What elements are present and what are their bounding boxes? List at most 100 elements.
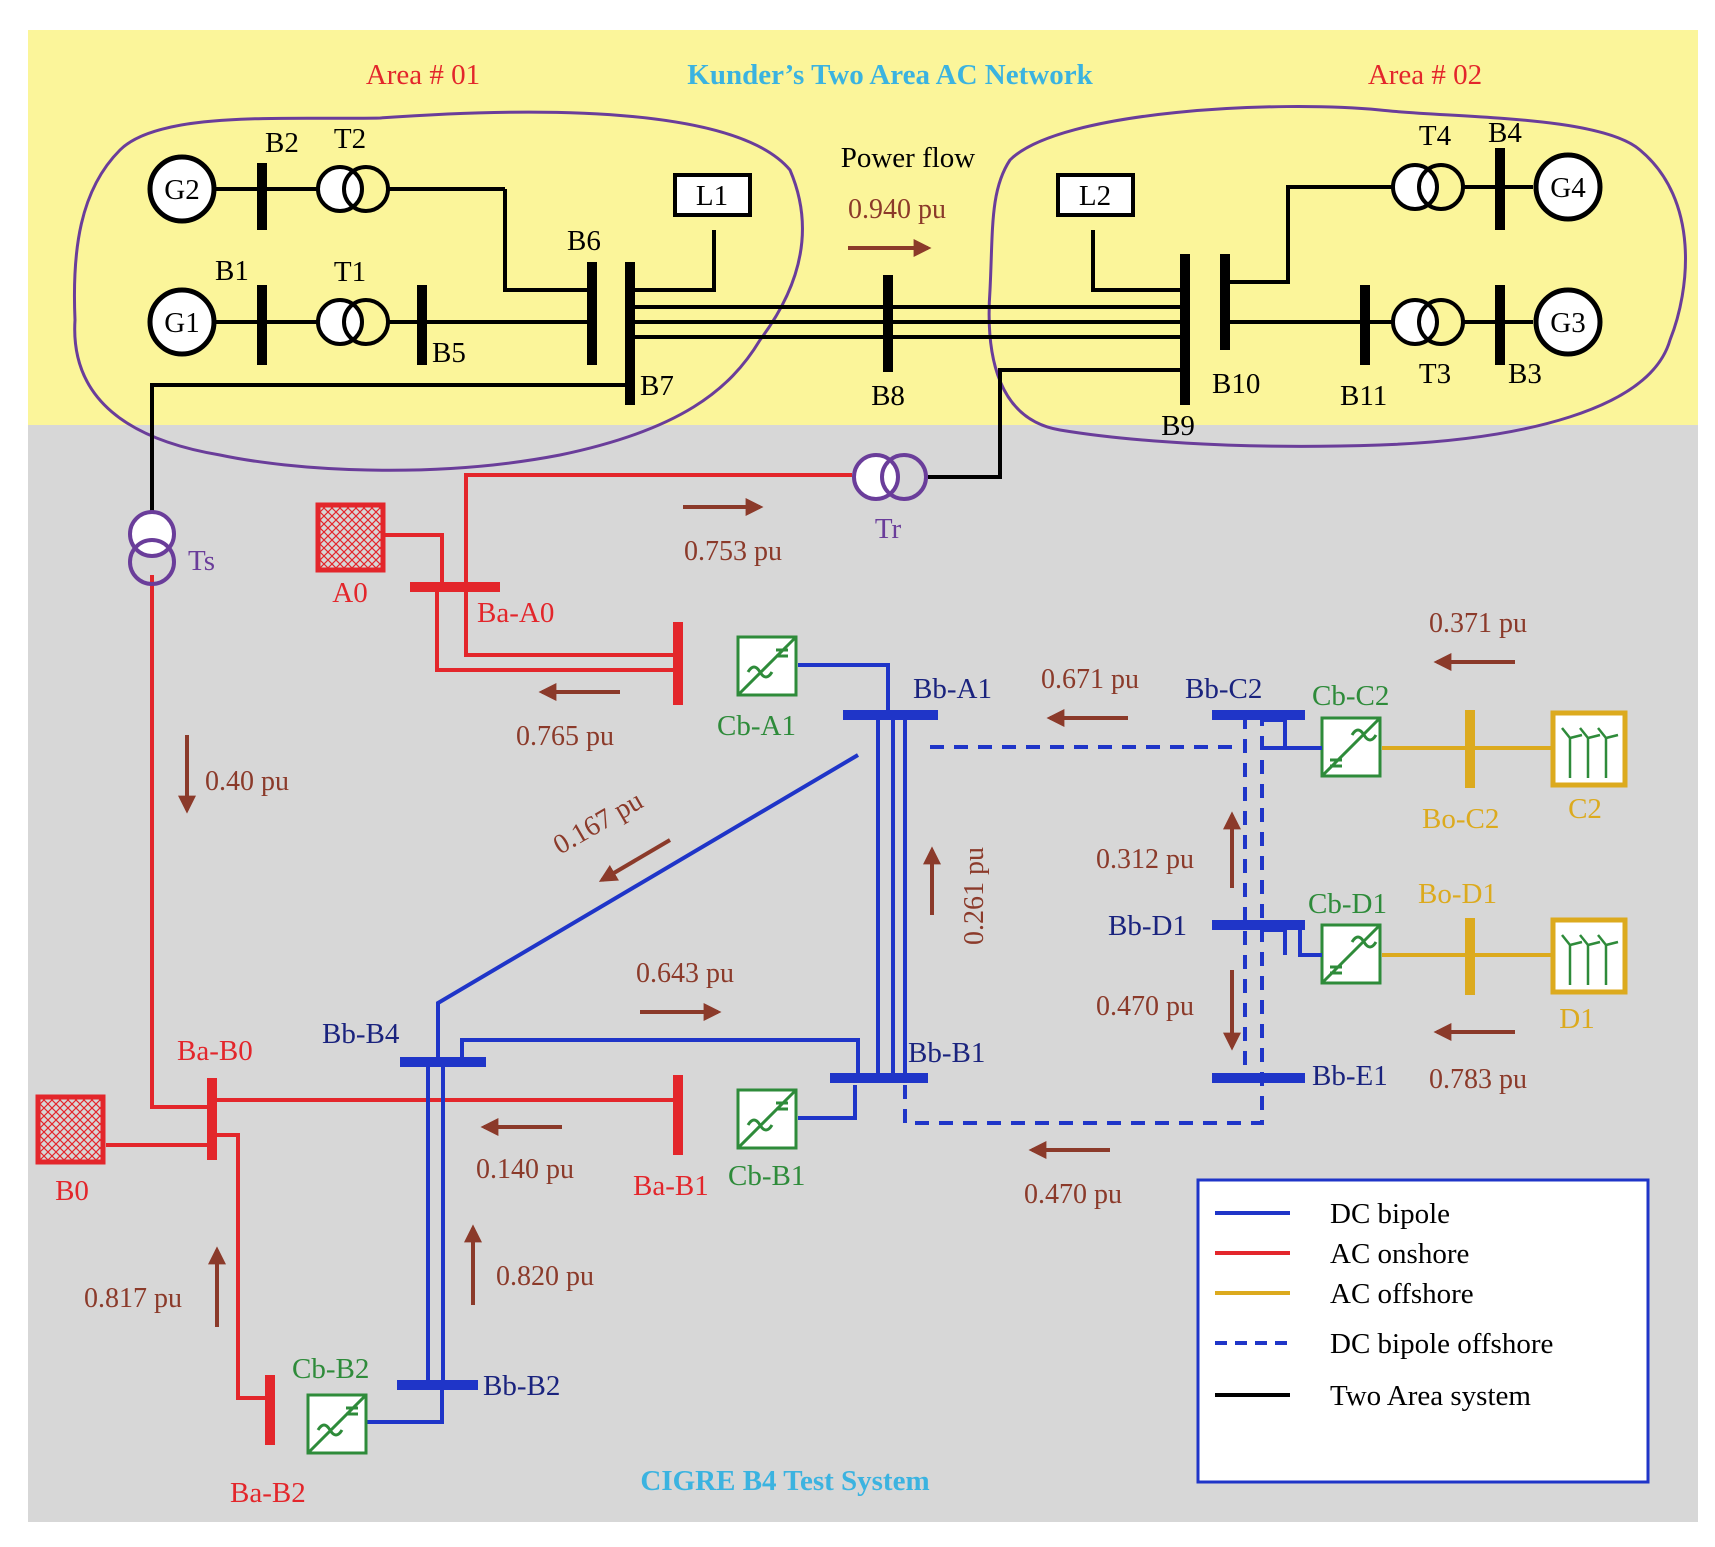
dc-offshore-lines — [903, 715, 1264, 1125]
flow-040-label: 0.40 pu — [205, 766, 289, 797]
flow-0470a-label: 0.470 pu — [1096, 991, 1194, 1022]
transformer-t1-label: T1 — [334, 256, 366, 288]
bus-b8-label: B8 — [871, 380, 905, 412]
bus-b1-label: B1 — [215, 255, 249, 287]
arrow-0167 — [598, 838, 672, 882]
load-l2-box — [1056, 173, 1135, 217]
bus-ba-a0-label: Ba-A0 — [477, 597, 554, 629]
dc-d1-link — [1285, 923, 1322, 957]
bus-bb-e1-label: Bb-E1 — [1312, 1060, 1388, 1092]
flow-0312-label: 0.312 pu — [1096, 844, 1194, 875]
transformer-t1-symbol — [316, 298, 390, 346]
generator-g4-label: G4 — [1550, 172, 1586, 204]
generator-g2 — [147, 154, 217, 224]
generator-g1 — [147, 287, 217, 357]
flow-0783-label: 0.783 pu — [1429, 1064, 1527, 1095]
bus-bb-a1-label: Bb-A1 — [913, 673, 992, 705]
flow-0261-label: 0.261 pu — [959, 847, 990, 945]
area1-title: Area # 01 — [366, 59, 480, 91]
flow-0371-label: 0.371 pu — [1429, 608, 1527, 639]
ac-onshore-bus-bars — [207, 582, 683, 1445]
ac-network-background — [28, 30, 1698, 425]
test-system-title: CIGRE B4 Test System — [640, 1465, 929, 1497]
flow-0753-label: 0.753 pu — [684, 536, 782, 567]
generator-g4 — [1533, 152, 1603, 222]
grid-a0-box — [315, 502, 386, 573]
grid-b0-label: B0 — [55, 1175, 89, 1207]
bus-b7-label: B7 — [640, 370, 674, 402]
converter-cb-d1-label: Cb-D1 — [1308, 888, 1387, 920]
legend-box — [1196, 1178, 1650, 1484]
load-l1-label: L1 — [696, 180, 728, 212]
converter-cb-b1-label: Cb-B1 — [728, 1160, 805, 1192]
bus-b11-label: B11 — [1340, 380, 1387, 412]
legend-label-dc-offshore: DC bipole offshore — [1330, 1328, 1553, 1360]
bus-bo-c2-label: Bo-C2 — [1422, 803, 1499, 835]
ac-network-title: Kunder’s Two Area AC Network — [687, 59, 1093, 91]
load-l1-box — [673, 173, 752, 217]
legend-label-dc-bipole: DC bipole — [1330, 1198, 1450, 1230]
bus-b2-label: B2 — [265, 127, 299, 159]
flow-0940-label: 0.940 pu — [848, 194, 946, 225]
grid-b0-box — [35, 1094, 106, 1165]
dc-bipole-lines — [367, 663, 1287, 1424]
area1-outline — [72, 110, 804, 472]
converter-cb-a1-icon — [736, 635, 798, 697]
legend-label-ac-onshore: AC onshore — [1330, 1238, 1469, 1270]
bus-bb-b4-label: Bb-B4 — [322, 1018, 400, 1050]
legend-label-two-area: Two Area system — [1330, 1380, 1531, 1412]
bus-b3-label: B3 — [1508, 358, 1542, 390]
wind-farm-c2-label: C2 — [1568, 793, 1602, 825]
two-area-lines — [150, 185, 1533, 512]
bus-bb-d1-label: Bb-D1 — [1108, 910, 1187, 942]
flow-0470b-label: 0.470 pu — [1024, 1179, 1122, 1210]
generator-g2-label: G2 — [164, 174, 199, 206]
transformer-t3-label: T3 — [1419, 358, 1451, 390]
bus-b5-label: B5 — [432, 337, 466, 369]
converter-cb-b2-icon — [306, 1393, 368, 1455]
bus-ba-b1-label: Ba-B1 — [633, 1170, 709, 1202]
converter-cb-b1-icon — [736, 1088, 798, 1150]
transformer-ts-symbol — [128, 510, 176, 586]
bus-b4-label: B4 — [1488, 117, 1522, 149]
bus-b10-label: B10 — [1212, 368, 1260, 400]
power-flow-label: Power flow — [841, 142, 976, 174]
transformer-t4-symbol — [1391, 163, 1465, 211]
converter-cb-c2-icon — [1320, 716, 1382, 778]
flow-0140-label: 0.140 pu — [476, 1154, 574, 1185]
bus-bb-b2-label: Bb-B2 — [483, 1370, 560, 1402]
load-l2-label: L2 — [1079, 180, 1111, 212]
transformer-t2-symbol — [316, 165, 390, 213]
generator-g3-label: G3 — [1550, 307, 1585, 339]
flow-0820-label: 0.820 pu — [496, 1261, 594, 1292]
transformer-t2-label: T2 — [334, 123, 366, 155]
bus-bb-c2-label: Bb-C2 — [1185, 673, 1262, 705]
transformer-t3-symbol — [1391, 298, 1465, 346]
flow-0671-label: 0.671 pu — [1041, 664, 1139, 695]
transformer-t4-label: T4 — [1419, 120, 1452, 152]
generator-g3 — [1533, 287, 1603, 357]
transformer-tr-symbol — [852, 453, 928, 501]
converter-cb-c2-label: Cb-C2 — [1312, 680, 1389, 712]
flow-arrows — [178, 239, 1515, 1327]
legend-label-ac-offshore: AC offshore — [1330, 1278, 1474, 1310]
grid-a0-label: A0 — [332, 577, 367, 609]
transformer-tr-label: Tr — [875, 513, 902, 545]
bus-bb-b1-label: Bb-B1 — [908, 1037, 985, 1069]
wind-farm-c2-icon — [1550, 710, 1628, 788]
transformer-ts-label: Ts — [188, 545, 215, 577]
bus-b6-label: B6 — [567, 225, 601, 257]
flow-0765-label: 0.765 pu — [516, 721, 614, 752]
generator-g1-label: G1 — [164, 307, 199, 339]
wind-farm-d1-icon — [1550, 917, 1628, 995]
ac-bus-bars — [257, 148, 1505, 405]
flow-0643-label: 0.643 pu — [636, 958, 734, 989]
bus-b9-label: B9 — [1161, 410, 1195, 442]
wind-farm-d1-label: D1 — [1559, 1003, 1594, 1035]
flow-0817-label: 0.817 pu — [84, 1283, 182, 1314]
converter-cb-b2-label: Cb-B2 — [292, 1353, 369, 1385]
bus-ba-b0-label: Ba-B0 — [177, 1035, 253, 1067]
bus-ba-b2-label: Ba-B2 — [230, 1477, 306, 1509]
area2-title: Area # 02 — [1368, 59, 1482, 91]
